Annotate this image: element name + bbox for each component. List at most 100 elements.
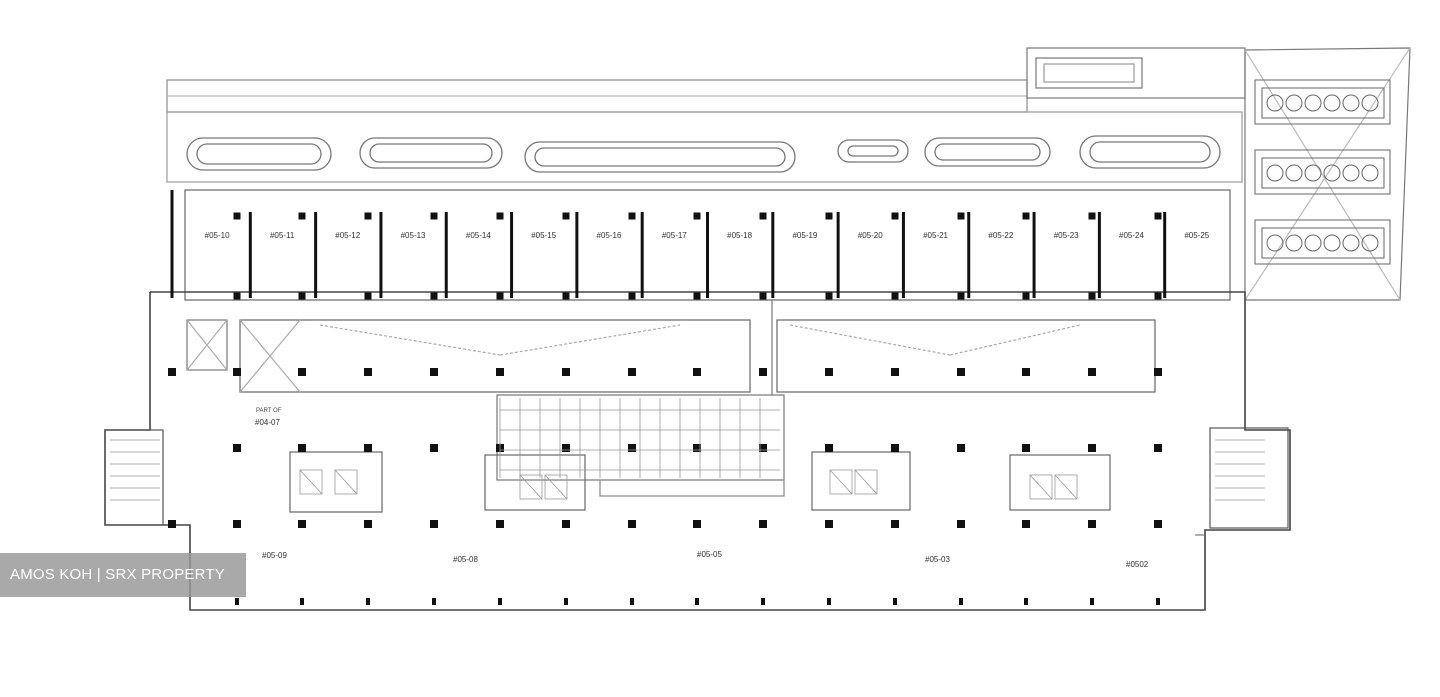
column: [628, 444, 636, 452]
column: [628, 292, 636, 300]
water-tanks: [1254, 79, 1391, 265]
column: [693, 444, 701, 452]
column: [825, 520, 833, 528]
column: [366, 598, 370, 605]
lift-shaft: [854, 469, 878, 495]
column: [1088, 520, 1096, 528]
column: [168, 520, 176, 528]
planter-pod: [524, 141, 796, 173]
column: [562, 520, 570, 528]
column: [957, 520, 965, 528]
tank-frame: [1254, 149, 1391, 195]
column: [298, 444, 306, 452]
column: [564, 598, 568, 605]
unit-label: #05-25: [1184, 231, 1209, 240]
column: [827, 598, 831, 605]
lift-shaft-cross: [519, 474, 543, 500]
tank-circle: [1361, 234, 1379, 252]
column: [693, 368, 701, 376]
column: [628, 212, 636, 220]
column: [364, 292, 372, 300]
hatch-details: [110, 398, 1265, 501]
column: [1154, 368, 1162, 376]
column: [1022, 212, 1030, 220]
tank-circle: [1323, 94, 1341, 112]
column: [1022, 292, 1030, 300]
column: [364, 520, 372, 528]
tank-circle: [1266, 234, 1284, 252]
column: [562, 368, 570, 376]
planter-pod-inner: [1089, 141, 1211, 163]
column: [562, 292, 570, 300]
lift-shaft: [519, 474, 543, 500]
column: [957, 368, 965, 376]
tank-circle: [1285, 234, 1303, 252]
column: [496, 212, 504, 220]
column: [1156, 598, 1160, 605]
tank-circle: [1342, 94, 1360, 112]
column: [891, 212, 899, 220]
column: [496, 368, 504, 376]
lift-shaft-cross: [1029, 474, 1053, 500]
lift-shaft: [1029, 474, 1053, 500]
column: [1154, 520, 1162, 528]
column: [759, 368, 767, 376]
unit-label: #05-10: [205, 231, 230, 240]
column: [430, 444, 438, 452]
column: [233, 212, 241, 220]
unit-label: #05-05: [697, 550, 722, 559]
planter-pod: [186, 137, 332, 171]
landscape-pods: [186, 135, 1221, 173]
unit-label: #05-15: [531, 231, 556, 240]
column: [628, 520, 636, 528]
tank-circle: [1304, 94, 1322, 112]
column: [630, 598, 634, 605]
lift-shaft: [1054, 474, 1078, 500]
column: [364, 212, 372, 220]
unit-label: #05-20: [858, 231, 883, 240]
planter-pod-inner: [847, 145, 899, 157]
column: [233, 520, 241, 528]
lift-shaft-cross: [299, 469, 323, 495]
column: [430, 292, 438, 300]
column: [1088, 444, 1096, 452]
tank-bay: [1261, 87, 1385, 119]
column: [825, 444, 833, 452]
tank-circle: [1304, 234, 1322, 252]
tank-circle: [1361, 94, 1379, 112]
column: [300, 598, 304, 605]
column: [693, 292, 701, 300]
unit-label: #05-03: [925, 555, 950, 564]
column: [761, 598, 765, 605]
tank-circle: [1266, 94, 1284, 112]
tank-circle: [1285, 94, 1303, 112]
column: [562, 444, 570, 452]
column: [1022, 444, 1030, 452]
column: [430, 520, 438, 528]
planter-pod-inner: [196, 143, 322, 165]
unit-label: #0502: [1126, 560, 1149, 569]
lift-shaft-cross: [1054, 474, 1078, 500]
column: [759, 520, 767, 528]
column: [891, 368, 899, 376]
column: [298, 212, 306, 220]
column: [957, 444, 965, 452]
planter-pod-inner: [534, 147, 786, 167]
unit-labels-bottom: #05-09#05-08#05-05#05-03#0502: [262, 550, 1149, 569]
column: [1022, 368, 1030, 376]
part-of-label-line1: PART OF: [256, 408, 282, 414]
column: [891, 520, 899, 528]
lift-shaft-cross: [334, 469, 358, 495]
column: [168, 368, 176, 376]
planter-pod: [837, 139, 909, 163]
column: [825, 368, 833, 376]
column: [233, 368, 241, 376]
unit-label: #05-11: [270, 231, 295, 240]
tank-circle: [1323, 164, 1341, 182]
tank-circle: [1285, 164, 1303, 182]
column: [695, 598, 699, 605]
column: [693, 212, 701, 220]
plan-structure: [104, 47, 1411, 611]
planter-pod: [1079, 135, 1221, 169]
